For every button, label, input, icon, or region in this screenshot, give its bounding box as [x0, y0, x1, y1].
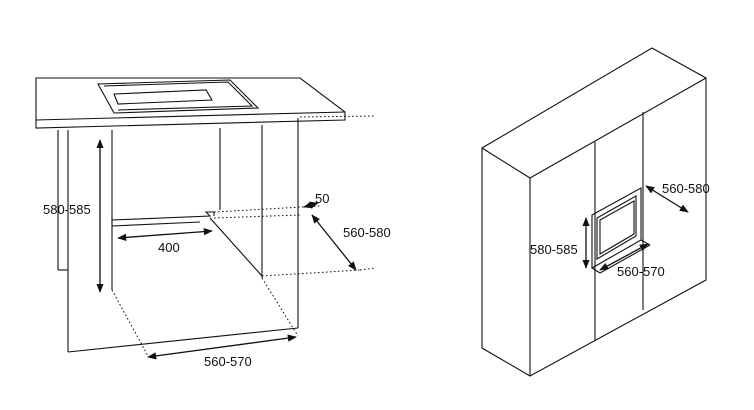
oven-niche	[591, 187, 651, 274]
bottom-width-label: 560-570	[204, 354, 252, 369]
column-depth-arrow	[645, 185, 689, 213]
column-height-label: 580-585	[530, 242, 578, 257]
side-depth-label: 560-580	[343, 225, 391, 240]
inner-width-label: 400	[158, 240, 180, 255]
support-shelf	[111, 211, 263, 277]
hob	[97, 79, 260, 114]
height-label: 580-585	[43, 202, 91, 217]
depth-guides	[111, 205, 377, 357]
column-width-arrow	[599, 243, 649, 271]
left-cabinet-side	[57, 130, 69, 271]
tall-cabinet	[481, 47, 707, 377]
inner-width-arrow	[117, 227, 213, 242]
niche-walls	[67, 118, 299, 353]
gap-label: 50	[315, 191, 329, 206]
column-depth-label: 560-580	[662, 181, 710, 196]
side-depth-arrow	[311, 214, 357, 271]
counter-extension-line	[299, 115, 377, 118]
under-counter-installation: 580-585 50 560-580 400 560-570	[35, 77, 391, 369]
countertop	[35, 77, 346, 129]
gap-arrow	[303, 201, 319, 209]
tall-column-installation: 580-585 560-580 560-570	[481, 47, 710, 377]
bottom-width-arrow	[147, 334, 297, 360]
column-width-label: 560-570	[617, 264, 665, 279]
